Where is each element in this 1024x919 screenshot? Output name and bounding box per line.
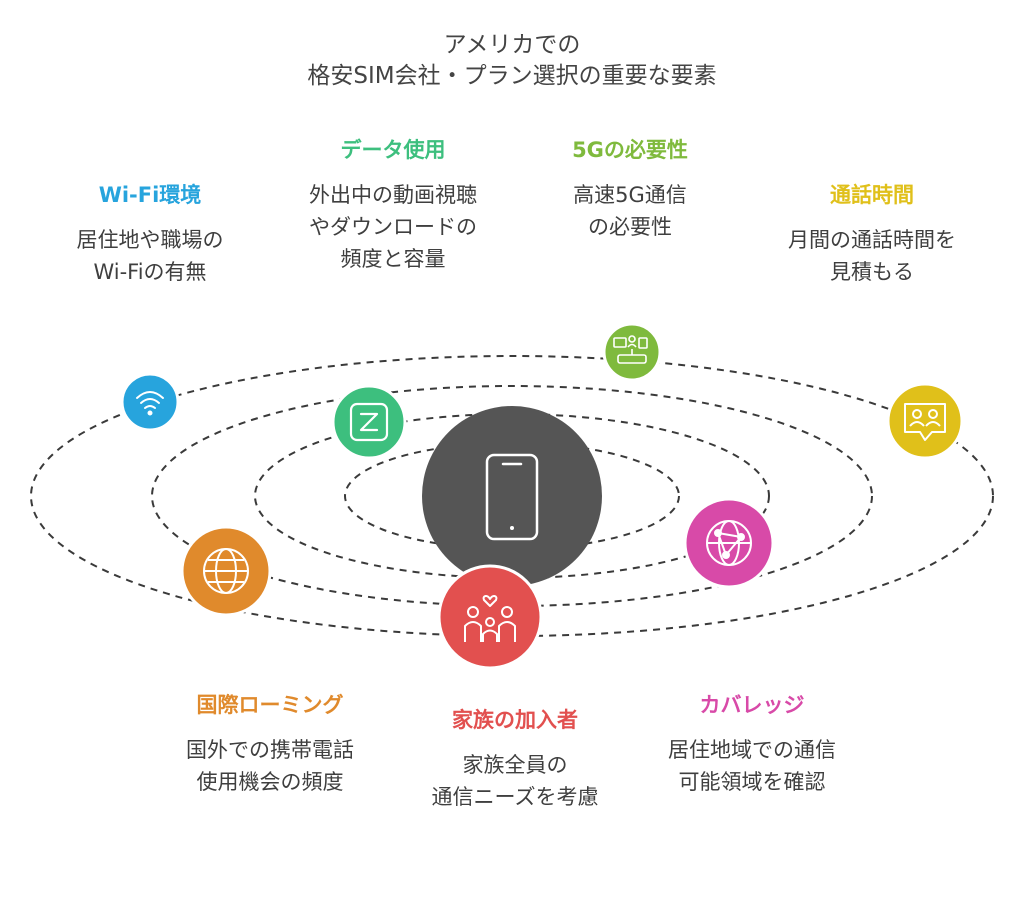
wifi-node xyxy=(120,372,180,432)
calltime-node xyxy=(886,382,964,460)
factor-desc-line: 居住地域での通信 xyxy=(668,738,836,762)
factor-family: 家族の加入者 家族全員の 通信ニーズを考慮 xyxy=(395,705,635,813)
factor-desc-line: Wi-Fiの有無 xyxy=(93,260,207,284)
globe-icon xyxy=(203,548,249,594)
factor-desc-line: 外出中の動画視聴 xyxy=(309,183,477,207)
factor-desc-line: 居住地や職場の xyxy=(76,228,224,252)
factor-desc-line: 頻度と容量 xyxy=(340,247,446,271)
smartphone-icon xyxy=(485,453,539,541)
roaming-node xyxy=(180,525,272,617)
factor-desc-line: やダウンロードの xyxy=(309,215,477,239)
data-icon xyxy=(349,402,389,442)
data-node xyxy=(331,384,407,460)
conversation-icon xyxy=(904,403,946,441)
factor-desc-line: 見積もる xyxy=(830,260,914,284)
factor-desc-line: 使用機会の頻度 xyxy=(196,770,344,794)
factor-desc-line: 通信ニーズを考慮 xyxy=(431,785,599,809)
title-line-1: アメリカでの xyxy=(443,32,581,58)
factor-data: データ使用 外出中の動画視聴 やダウンロードの 頻度と容量 xyxy=(268,135,518,275)
title-line-2: 格安SIM会社・プラン選択の重要な要素 xyxy=(307,63,717,89)
factor-desc-line: 高速5G通信 xyxy=(573,183,687,207)
center-node xyxy=(422,406,602,586)
factor-desc-line: 家族全員の xyxy=(462,753,568,777)
factor-heading: 国際ローミング xyxy=(196,693,344,717)
family-node xyxy=(437,564,543,670)
network-devices-icon xyxy=(613,335,648,364)
factor-heading: 家族の加入者 xyxy=(452,708,578,732)
factor-heading: 5Gの必要性 xyxy=(572,138,688,162)
factor-desc-line: の必要性 xyxy=(588,215,672,239)
factor-heading: データ使用 xyxy=(340,138,446,162)
factor-5g: 5Gの必要性 高速5G通信 の必要性 xyxy=(520,135,740,243)
factor-roaming: 国際ローミング 国外での携帯電話 使用機会の頻度 xyxy=(150,690,390,798)
factor-coverage: カバレッジ 居住地域での通信 可能領域を確認 xyxy=(632,690,872,798)
orbit-ring-2 xyxy=(254,413,770,579)
wifi-icon xyxy=(136,391,164,416)
factor-desc-line: 国外での携帯電話 xyxy=(186,738,354,762)
factor-heading: カバレッジ xyxy=(699,693,805,717)
factor-wifi: Wi-Fi環境 居住地や職場の Wi-Fiの有無 xyxy=(40,180,260,288)
factor-calltime: 通話時間 月間の通話時間を 見積もる xyxy=(752,180,992,288)
factor-heading: Wi-Fi環境 xyxy=(98,183,202,207)
factor-heading: 通話時間 xyxy=(830,183,914,207)
factor-desc-line: 可能領域を確認 xyxy=(678,770,826,794)
coverage-node xyxy=(683,497,775,589)
page-title: アメリカでの 格安SIM会社・プラン選択の重要な要素 xyxy=(0,30,1024,92)
5g-node xyxy=(602,322,662,382)
network-globe-icon xyxy=(706,520,752,566)
factor-desc-line: 月間の通話時間を xyxy=(788,228,956,252)
family-icon xyxy=(464,595,516,642)
